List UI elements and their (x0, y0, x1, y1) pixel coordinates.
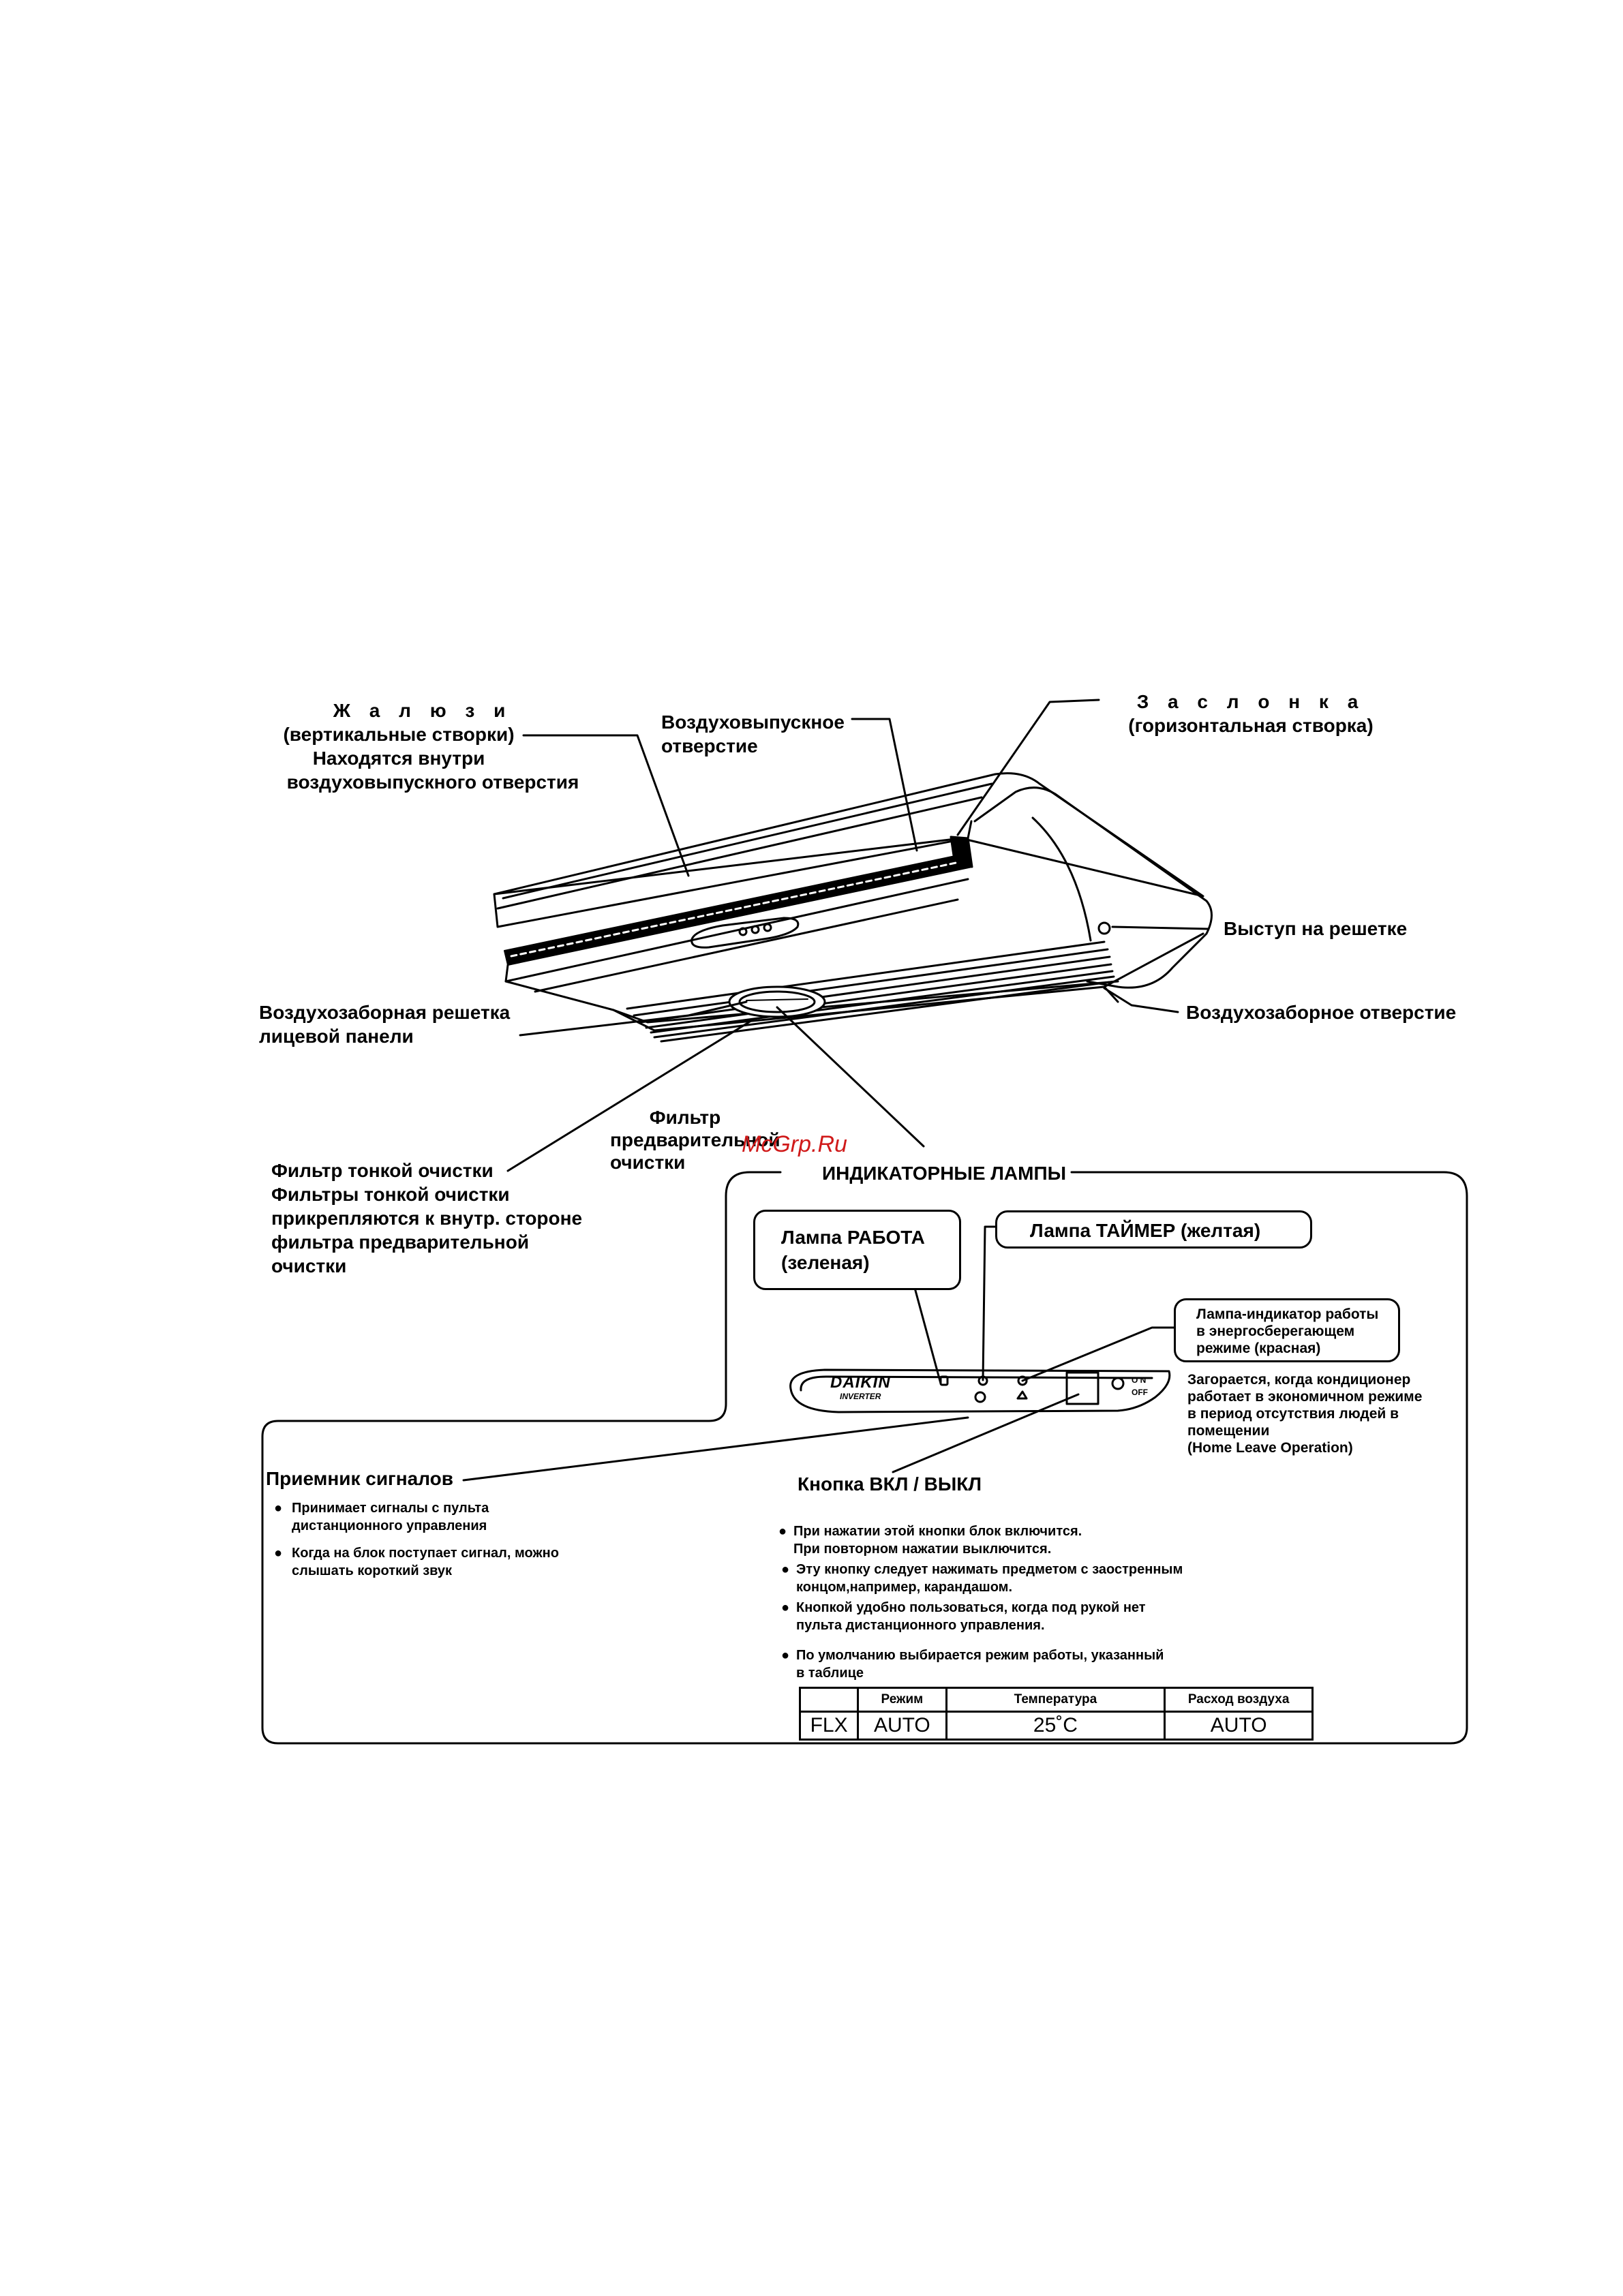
econ-lamp-box: Лампа-индикатор работы в энергосберегающ… (1174, 1298, 1400, 1362)
table-row: FLX AUTO 25˚C AUTO (798, 1711, 1314, 1741)
louvers-title: Ж а л ю з и (333, 700, 513, 721)
prefilter-label-line2: предварительной (610, 1129, 780, 1150)
table-header-cell: Режим (857, 1687, 947, 1713)
onoff-b1-line2: При повторном нажатии выключится. (793, 1542, 1052, 1557)
onoff-b4-line2: в таблице (796, 1666, 864, 1681)
table-header-cell (798, 1687, 860, 1713)
onoff-b1-line1: При нажатии этой кнопки блок включится. (793, 1524, 1082, 1539)
leader-lines (506, 699, 1209, 1172)
outlet-label-line2: отверстие (661, 735, 758, 756)
bullet-dot: ● (274, 1501, 283, 1516)
run-lamp-label: Лампа РАБОТА (781, 1227, 925, 1248)
econ-desc-line2: работает в экономичном режиме (1187, 1389, 1423, 1405)
outlet-label-line1: Воздуховыпускное (661, 711, 845, 733)
onoff-b2-line2: концом,например, карандашом. (796, 1580, 1013, 1595)
air-conditioner-unit (493, 772, 1213, 1043)
bullet-dot: ● (274, 1546, 283, 1561)
run-lamp-color: (зеленая) (781, 1252, 870, 1273)
econ-desc-line3: в период отсутствия людей в (1187, 1406, 1399, 1422)
louvers-sub2: Находятся внутри (312, 748, 485, 769)
display-panel (789, 1368, 1171, 1413)
receiver-title: Приемник сигналов (266, 1468, 453, 1489)
bullet-dot: ● (781, 1648, 790, 1663)
onoff-b2-line1: Эту кнопку следует нажимать предметом с … (796, 1562, 1183, 1577)
louvers-sub1: (вертикальные створки) (283, 724, 515, 745)
table-cell: FLX (798, 1711, 860, 1741)
table-cell: 25˚C (945, 1711, 1166, 1741)
onoff-b4-line1: По умолчанию выбирается режим работы, ук… (796, 1648, 1164, 1663)
defaults-table: Режим Температура Расход воздуха FLX AUT… (798, 1687, 1314, 1741)
onoff-bullet-4: ● По умолчанию выбирается режим работы, … (781, 1647, 1164, 1682)
fine-filter-line5: очистки (271, 1255, 347, 1276)
front-grille-label-line2: лицевой панели (259, 1026, 414, 1047)
indicator-title: ИНДИКАТОРНЫЕ ЛАМПЫ (818, 1161, 1071, 1185)
air-inlet-label: Воздухозаборное отверстие (1186, 1002, 1457, 1023)
onoff-bullet-2: ● Эту кнопку следует нажимать предметом … (781, 1561, 1183, 1596)
econ-lamp-line1: Лампа-индикатор работы (1196, 1306, 1379, 1322)
table-cell: AUTO (1164, 1711, 1314, 1741)
prefilter-label-line3: очистки (610, 1152, 686, 1173)
switch-on-label: O N (1132, 1375, 1147, 1385)
bullet-dot: ● (781, 1562, 790, 1577)
onoff-b3-line2: пульта дистанционного управления. (796, 1618, 1045, 1633)
grille-tab-label: Выступ на решетке (1224, 918, 1408, 939)
timer-lamp-box: Лампа ТАЙМЕР (желтая) (995, 1210, 1312, 1249)
table-header-cell: Температура (945, 1687, 1166, 1713)
table-header-row: Режим Температура Расход воздуха (798, 1687, 1314, 1713)
receiver-bullet2-line2: слышать короткий звук (292, 1563, 453, 1578)
econ-desc-line5: (Home Leave Operation) (1187, 1440, 1353, 1456)
louvers-sub3: воздуховыпускного отверстия (286, 771, 579, 793)
econ-lamp-line2: в энергосберегающем (1196, 1323, 1355, 1339)
fine-filter-line3: прикрепляются к внутр. стороне (271, 1208, 583, 1229)
fine-filter-line4: фильтра предварительной (271, 1231, 530, 1253)
econ-desc-line4: помещении (1187, 1423, 1270, 1439)
flap-title: З а с л о н к а (1136, 691, 1365, 712)
onoff-title: Кнопка ВКЛ / ВЫКЛ (798, 1473, 982, 1495)
brand-sub: INVERTER (840, 1392, 881, 1401)
indicator-leaders (462, 1225, 1175, 1482)
receiver-bullet-1: ● Принимает сигналы с пульта дистанционн… (274, 1499, 489, 1535)
switch-off-label: OFF (1132, 1388, 1148, 1397)
receiver-bullet1-line1: Принимает сигналы с пульта (292, 1501, 489, 1516)
bullet-dot: ● (781, 1600, 790, 1615)
receiver-bullet1-line2: дистанционного управления (292, 1518, 487, 1533)
econ-lamp-line3: режиме (красная) (1196, 1341, 1321, 1356)
watermark: McGrp.Ru (742, 1131, 847, 1157)
run-lamp-box: Лампа РАБОТА (зеленая) (753, 1210, 961, 1290)
table-cell: AUTO (857, 1711, 947, 1741)
timer-lamp-label: Лампа ТАЙМЕР (желтая) (1030, 1220, 1261, 1241)
front-grille-label-line1: Воздухозаборная решетка (259, 1002, 511, 1023)
flap-sub: (горизонтальная створка) (1128, 715, 1374, 736)
receiver-bullet-2: ● Когда на блок поступает сигнал, можно … (274, 1544, 559, 1580)
onoff-bullet-3: ● Кнопкой удобно пользоваться, когда под… (781, 1599, 1146, 1634)
receiver-bullet2-line1: Когда на блок поступает сигнал, можно (292, 1546, 559, 1561)
fine-filter-line2: Фильтры тонкой очистки (271, 1184, 510, 1205)
onoff-bullet-1: ● При нажатии этой кнопки блок включится… (778, 1522, 1082, 1558)
prefilter-label-line1: Фильтр (649, 1107, 721, 1128)
fine-filter-line1: Фильтр тонкой очистки (271, 1160, 494, 1181)
econ-desc-line1: Загорается, когда кондиционер (1187, 1372, 1411, 1388)
table-header-cell: Расход воздуха (1164, 1687, 1314, 1713)
brand-logo: DAIKIN (830, 1373, 891, 1392)
bullet-dot: ● (778, 1524, 787, 1539)
indicator-frame (261, 1171, 1468, 1745)
onoff-b3-line1: Кнопкой удобно пользоваться, когда под р… (796, 1600, 1146, 1615)
